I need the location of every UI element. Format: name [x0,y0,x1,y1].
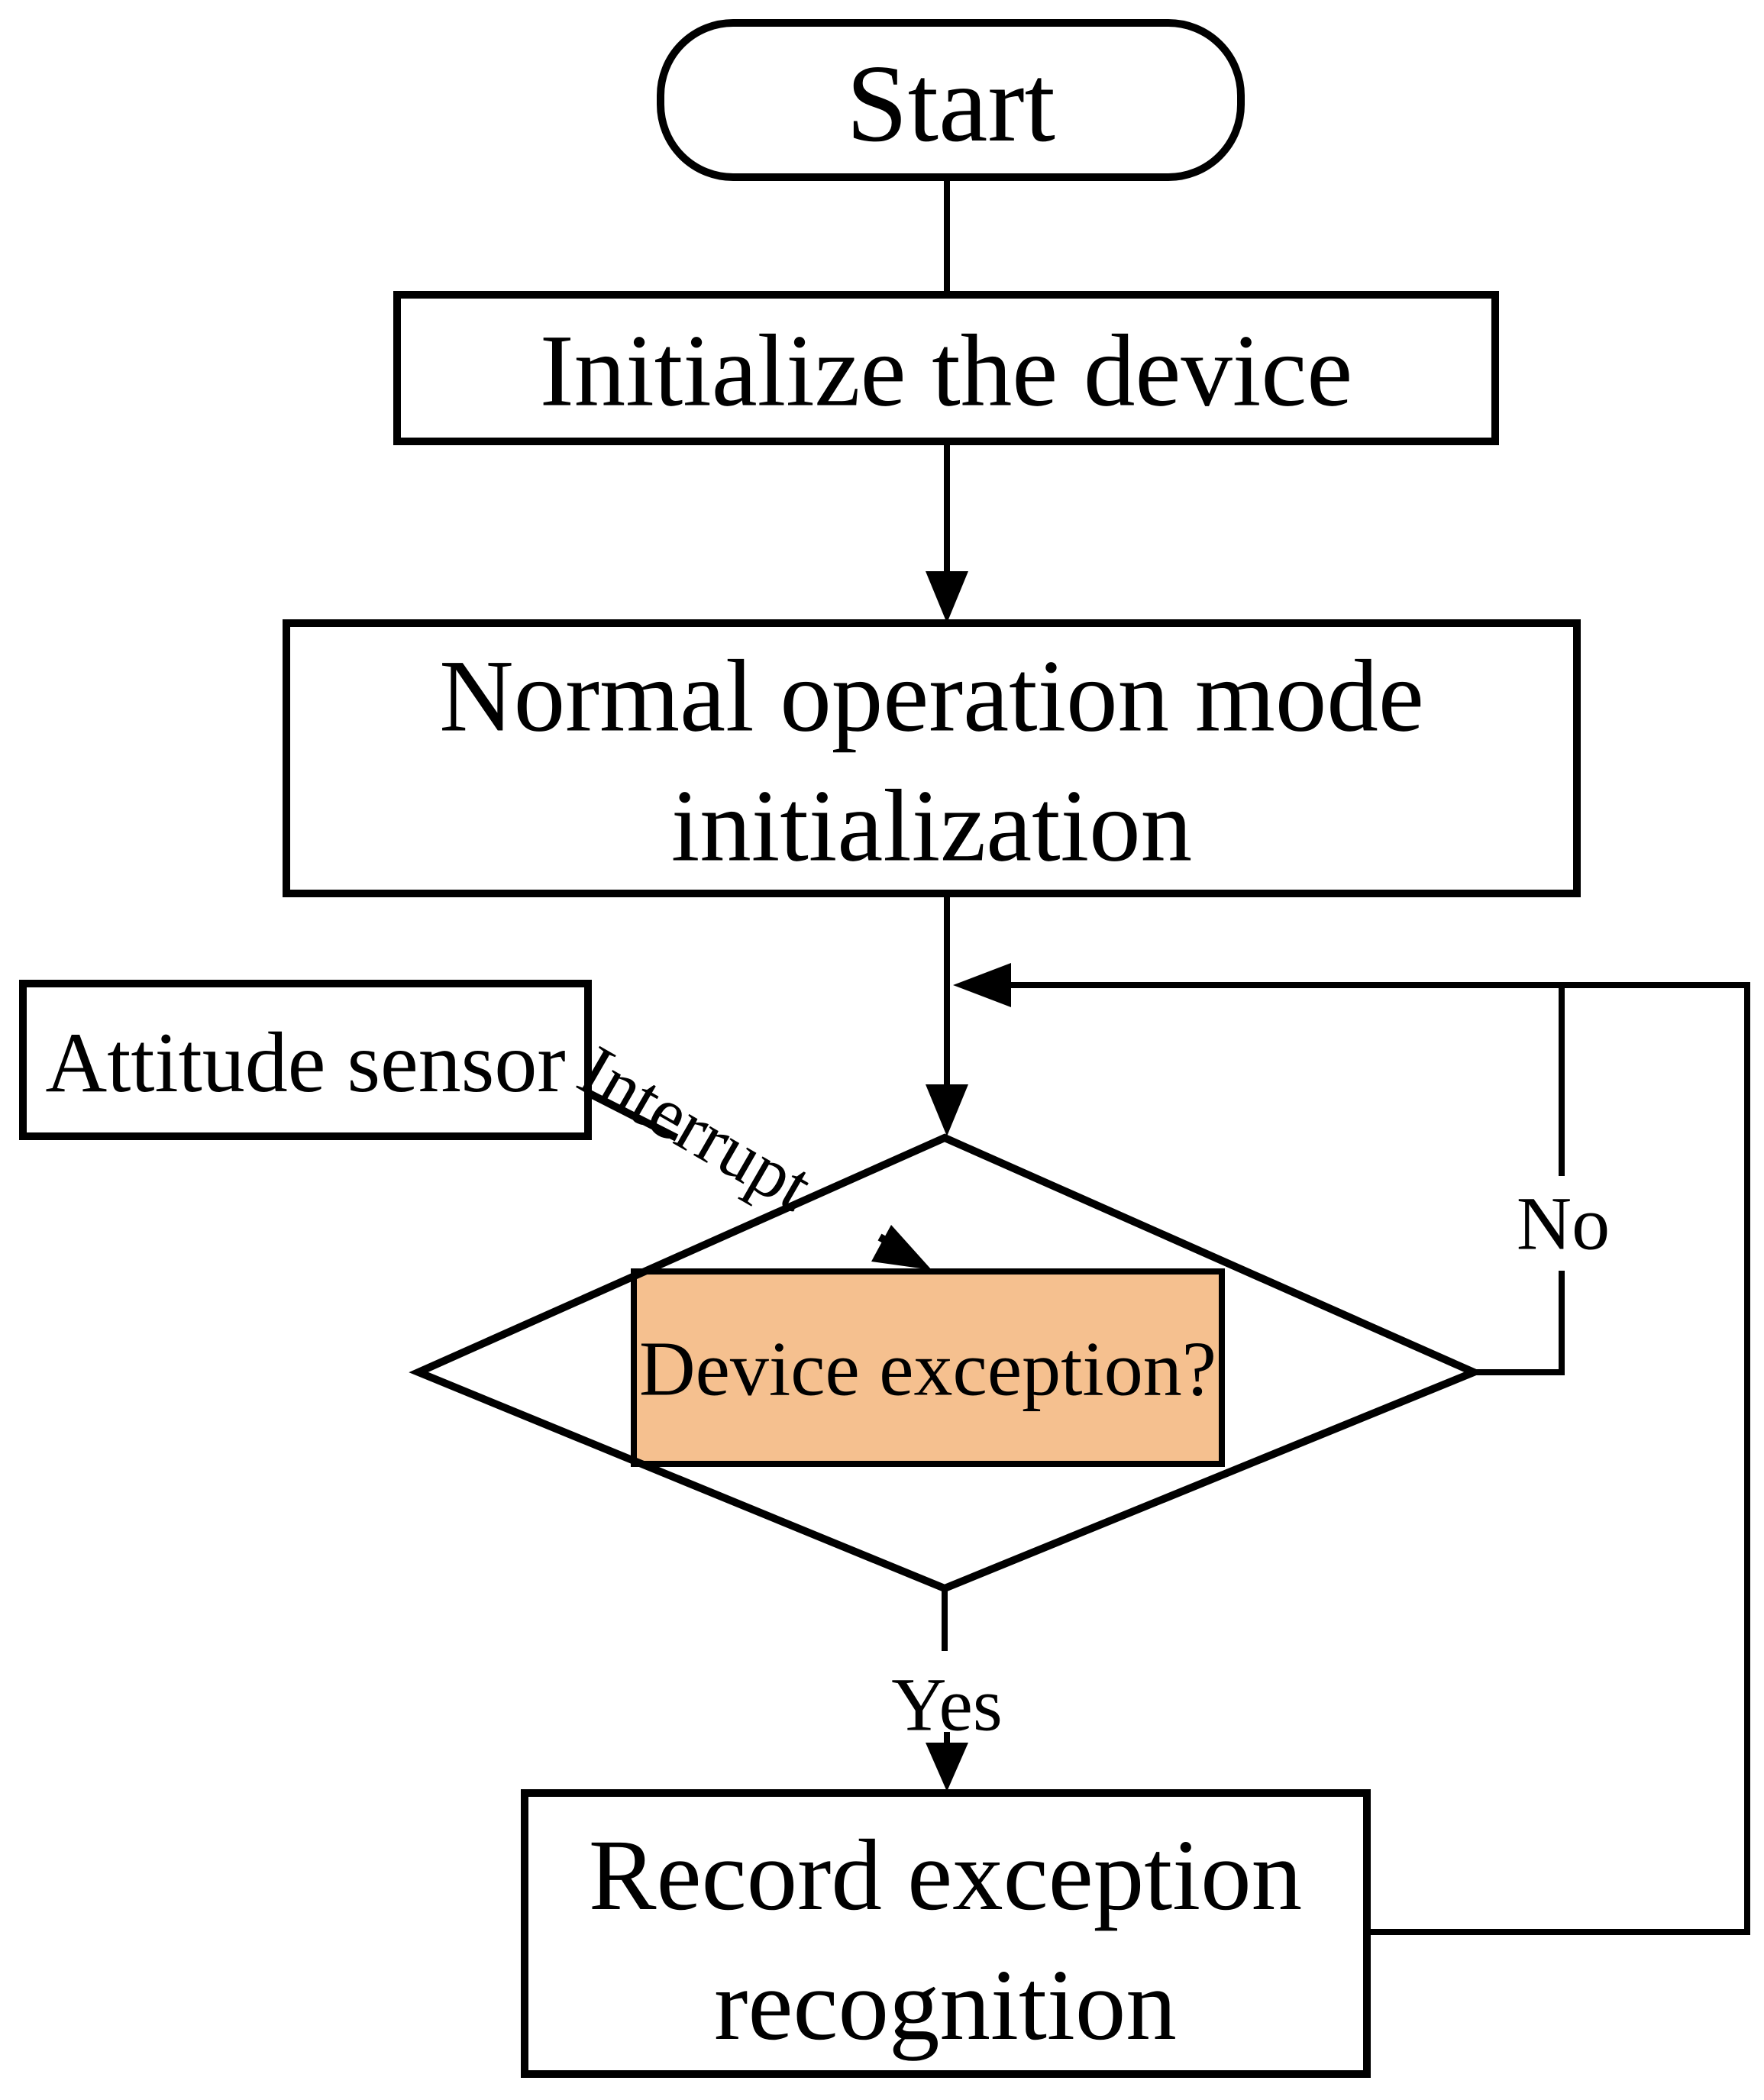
arrowhead-interrupt-icon [871,1225,932,1270]
normal-init-label-line1: Normal operation mode [439,640,1424,754]
initialize-label: Initialize the device [540,315,1352,428]
attitude-sensor-label: Attitude sensor [45,1016,565,1110]
record-exception-label-line1: Record exception [589,1818,1302,1931]
arrowhead-into-normal-icon [926,571,968,623]
decision-label: Device exception? [639,1326,1216,1413]
initialize-node [393,291,1499,445]
attitude-sensor-node [19,980,592,1140]
yes-branch-label: Yes [891,1662,1003,1747]
start-label: Start [846,43,1055,165]
interrupt-line-start-segment [587,1090,679,1142]
no-branch-label: No [1517,1181,1610,1266]
decision-highlight-rect [631,1268,1225,1467]
interrupt-label: Interrupt [566,1029,826,1226]
arrowhead-into-decision-icon [926,1084,968,1136]
arrowhead-feedback-left-icon [953,963,1011,1007]
start-node [657,19,1245,181]
normal-init-label-line2: initialization [671,770,1192,884]
record-exception-label-line2: recognition [714,1948,1177,2061]
arrowhead-into-record-icon [926,1743,968,1791]
connector-no-branch-lower [1474,1271,1565,1375]
normal-init-node [283,619,1581,897]
connector-feedback-loop [1008,982,1750,1935]
record-exception-node [521,1789,1371,2078]
